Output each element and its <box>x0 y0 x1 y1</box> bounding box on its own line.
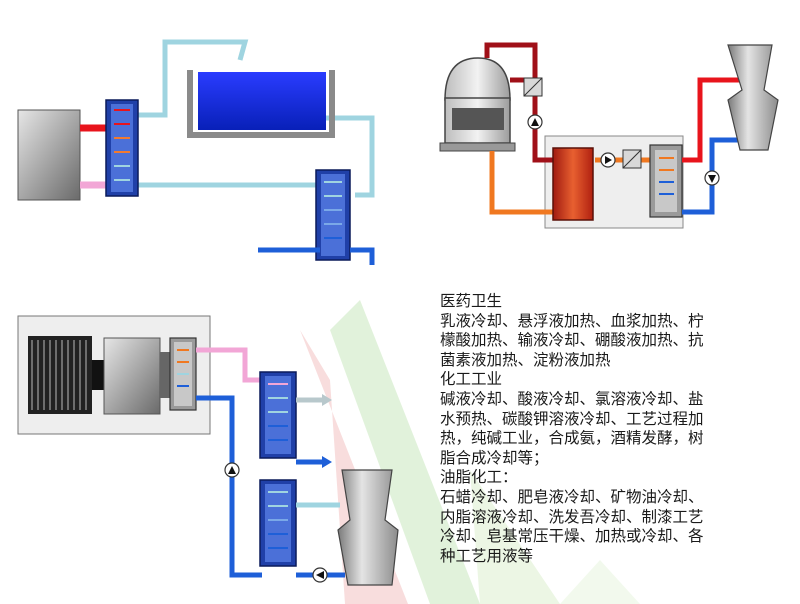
section-heading: 医药卫生 <box>440 292 503 310</box>
tank-wall <box>187 70 335 138</box>
section-line: 热，纯碱工业，合成氨，酒精发酵，树 <box>440 429 704 448</box>
orange-pipe <box>489 151 555 215</box>
diagram-engine-cooling <box>17 315 399 586</box>
section-line: 冷却、皂基常压干燥、加热或冷却、各 <box>440 527 704 546</box>
cold-pipe-out <box>350 247 375 265</box>
engine-block <box>103 337 161 415</box>
application-text: 医药卫生 乳液冷却、悬浮液加热、血浆加热、柠 檬酸加热、输液冷却、硼酸液加热、抗… <box>440 292 780 566</box>
section-line: 乳液冷却、悬浮液加热、血浆加热、柠 <box>440 311 704 330</box>
section-line: 内脂溶液冷却、洗发吾冷却、制漆工艺 <box>440 507 704 526</box>
section-line: 碱液冷却、酸液冷却、氯溶液冷却、盐 <box>440 389 704 408</box>
plate-exchanger-6 <box>259 479 297 567</box>
tank-water <box>198 72 326 130</box>
section-line: 脂合成冷却等； <box>440 448 549 467</box>
heating-vessel <box>552 147 594 221</box>
cold-return-pipe <box>196 395 262 578</box>
plate-exchanger-2 <box>315 169 351 261</box>
plate-exchanger-1 <box>105 99 139 197</box>
plate-exchanger-4 <box>169 337 197 411</box>
hot-pipe-to-hopper <box>682 77 740 163</box>
cool-pipe-to-tank <box>137 39 249 118</box>
arrow-right-icon <box>322 456 332 468</box>
hot-dark-pipe-2 <box>532 80 555 163</box>
hopper <box>727 44 779 151</box>
section-heading: 化工工业 <box>440 370 503 389</box>
section-line: 水预热、碳酸钾溶液冷却、工艺过程加 <box>440 409 704 428</box>
arrow-right-icon <box>322 394 332 406</box>
diagram-tank-cooling <box>17 39 375 265</box>
cool-pipe-bottom <box>137 175 333 188</box>
pink-pipe <box>196 347 262 383</box>
machine-box <box>17 109 81 201</box>
plate-exchanger-3 <box>649 144 683 218</box>
section-heading: 油脂化工： <box>440 468 518 487</box>
section-line: 石蜡冷却、肥皂液冷却、矿物油冷却、 <box>440 487 704 506</box>
engine-grill <box>28 336 92 414</box>
section-line: 种工艺用液等 <box>440 546 534 565</box>
hopper <box>337 469 399 586</box>
cool-pipe-right <box>325 115 375 198</box>
hydraulic-press <box>439 57 516 152</box>
diagram-press-heating <box>439 42 779 229</box>
section-line: 檬酸加热、输液冷却、硼酸液加热、抗 <box>440 331 704 350</box>
section-line: 菌素液加热、淀粉液加热 <box>440 350 611 369</box>
plate-exchanger-5 <box>259 371 297 459</box>
